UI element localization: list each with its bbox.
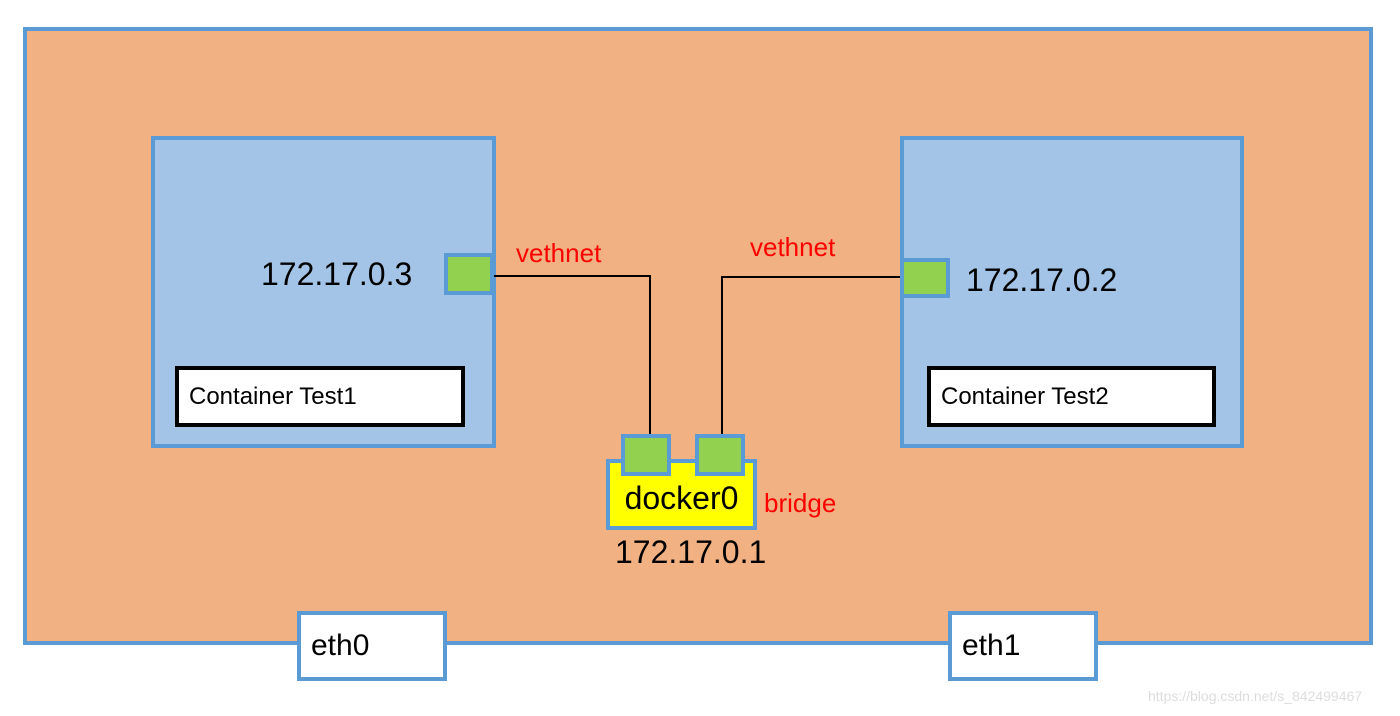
- bridge-port-2: [695, 434, 745, 476]
- veth-port-test1: [444, 253, 494, 295]
- ip-test2: 172.17.0.2: [966, 262, 1118, 298]
- ip-test1: 172.17.0.3: [261, 256, 413, 292]
- veth-wire-test2: [721, 276, 902, 436]
- vethnet-label-1: vethnet: [516, 238, 602, 268]
- bridge-type-label: bridge: [764, 488, 837, 518]
- veth-port-test2: [900, 258, 950, 298]
- container-test2-label: Container Test2: [927, 366, 1216, 427]
- docker0-bridge: docker0: [606, 459, 757, 530]
- ip-bridge: 172.17.0.1: [615, 534, 767, 570]
- bridge-port-1: [621, 434, 671, 476]
- watermark: https://blog.csdn.net/s_842499467: [1148, 688, 1363, 704]
- eth0-interface: eth0: [297, 611, 447, 681]
- veth-wire-test1: [494, 275, 651, 436]
- eth1-interface: eth1: [948, 611, 1098, 681]
- container-test1-label: Container Test1: [175, 366, 465, 427]
- vethnet-label-2: vethnet: [750, 232, 836, 262]
